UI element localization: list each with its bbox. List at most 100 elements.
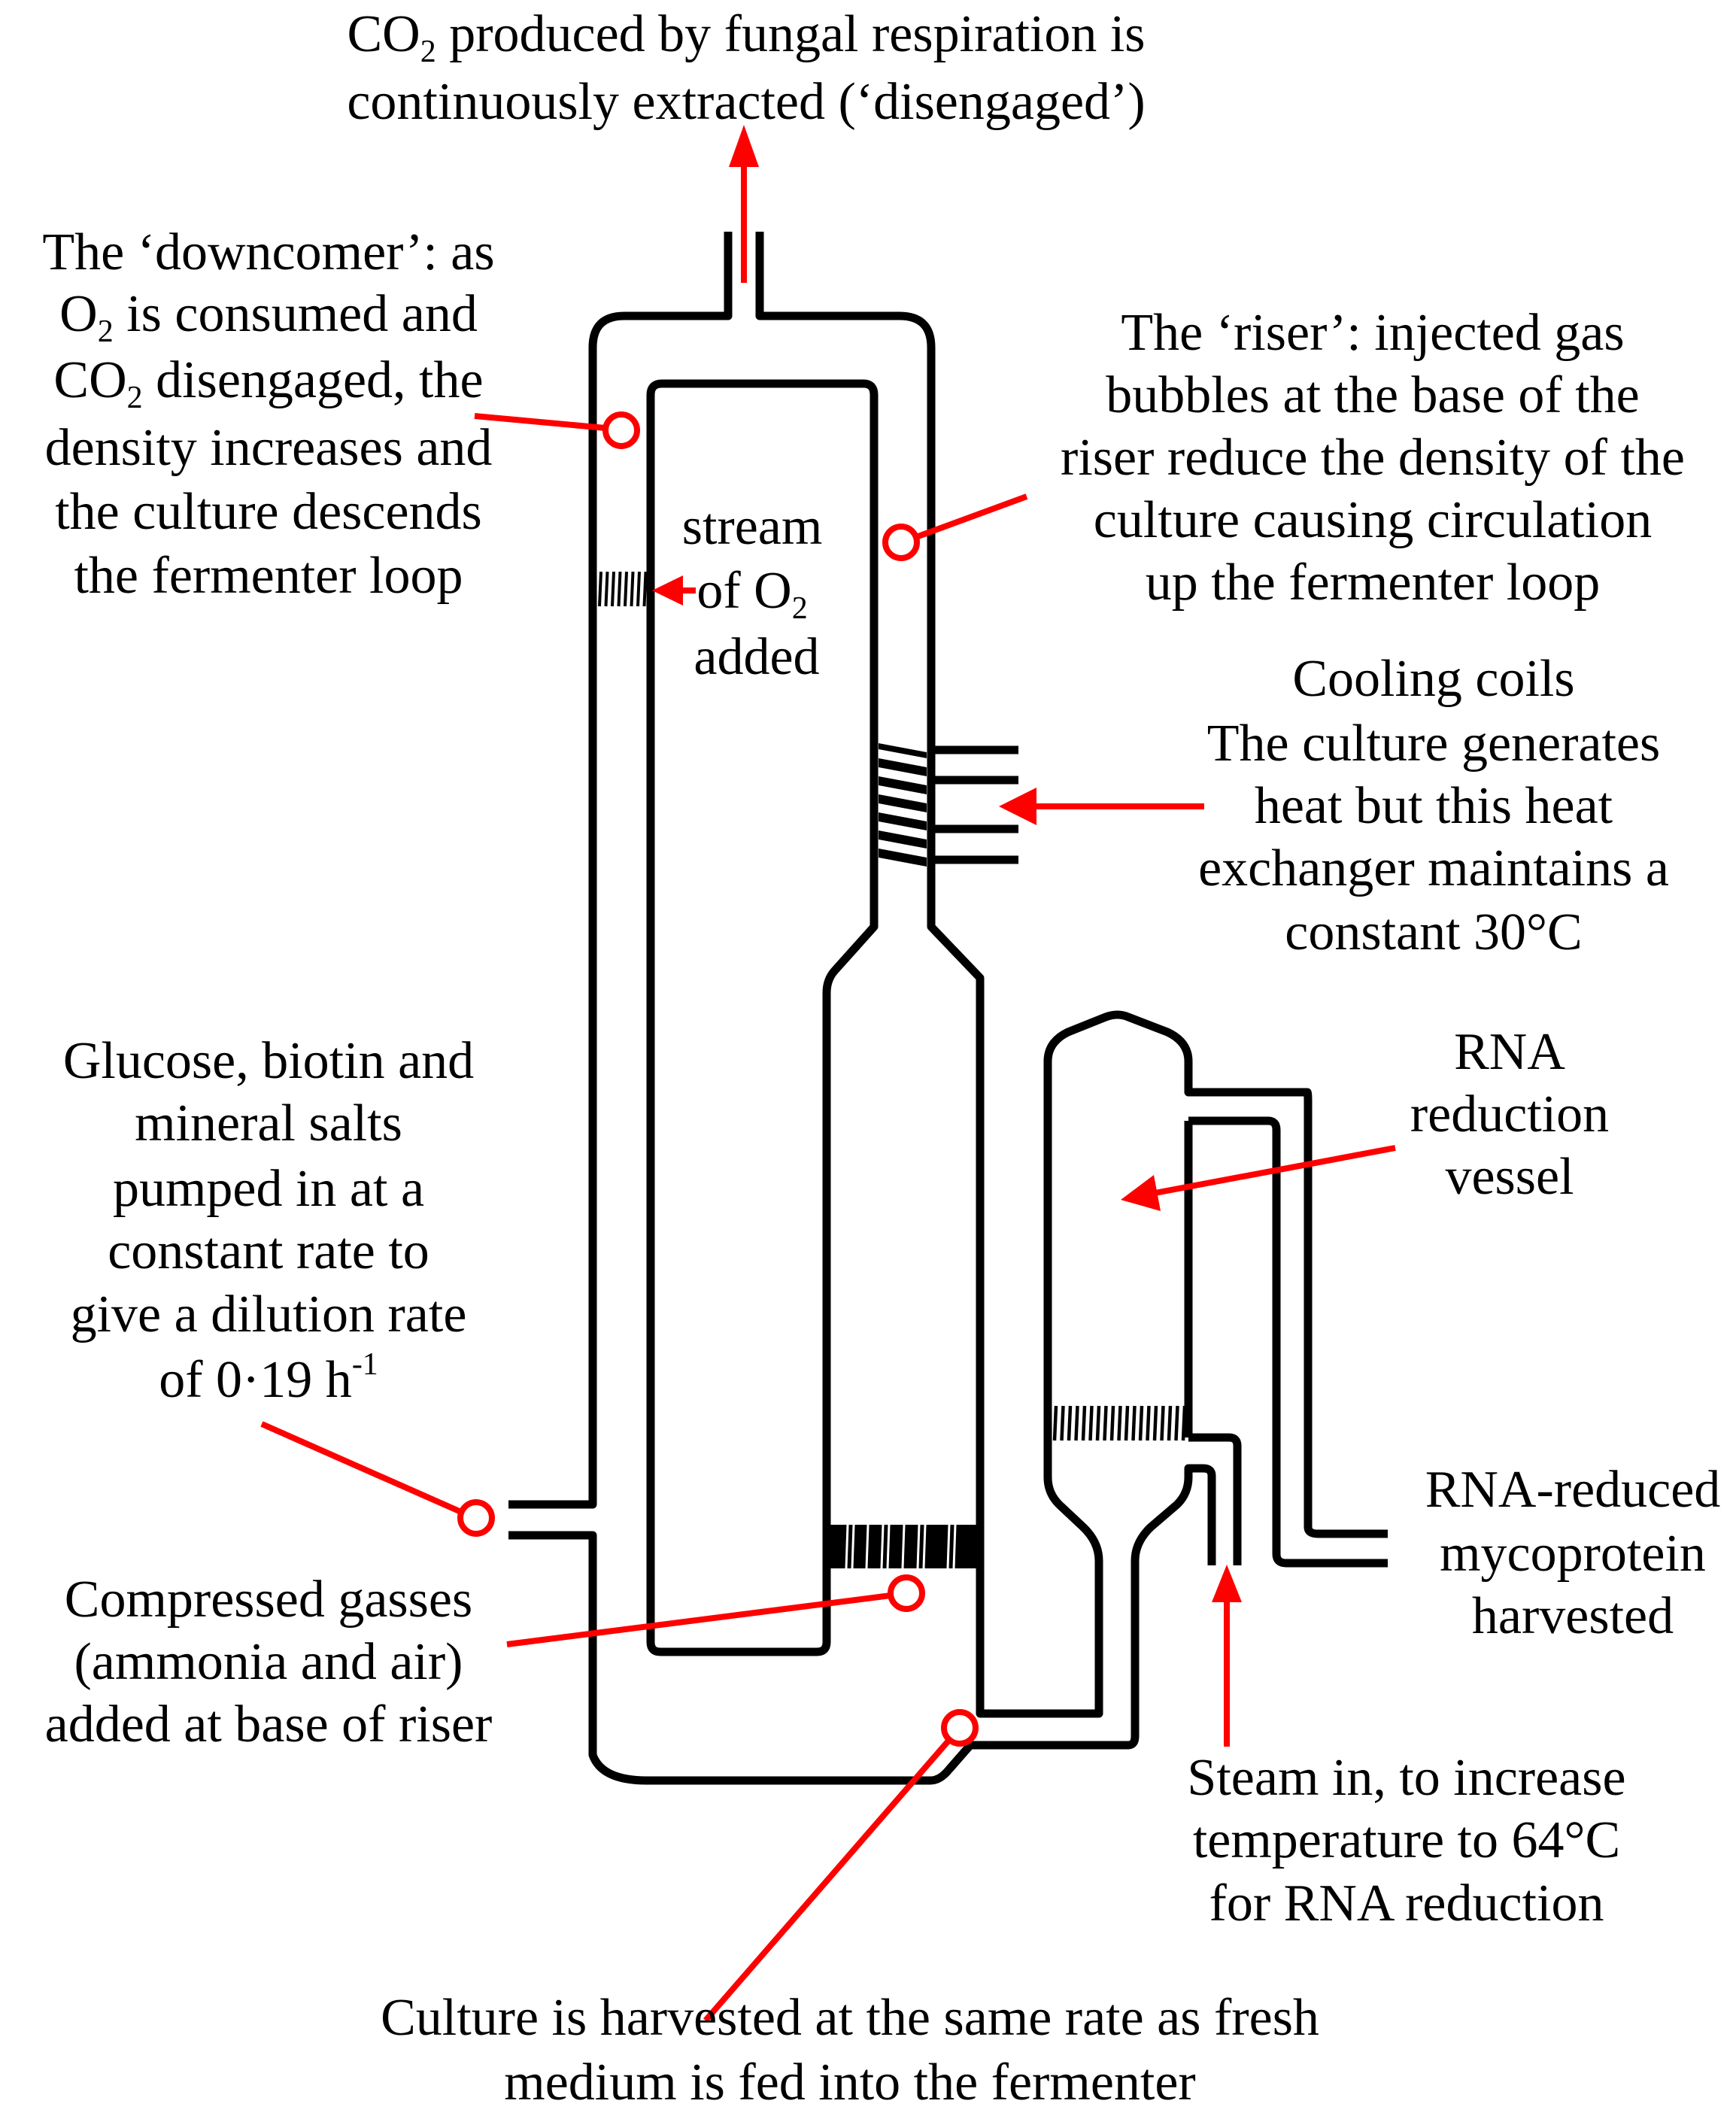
steam-line-2: temperature to 64°C xyxy=(1193,1811,1620,1869)
cooling-line-4: exchanger maintains a xyxy=(1198,839,1669,897)
riser-line-5: up the fermenter loop xyxy=(1146,554,1601,612)
feed-line-5: give a dilution rate xyxy=(71,1286,467,1343)
feed-line-4: constant rate to xyxy=(108,1222,429,1280)
label-riser: The ‘riser’: injected gas bubbles at the… xyxy=(1061,304,1685,612)
downcomer-line-3: CO2 disengaged, the xyxy=(53,351,483,415)
product-outlet-pipe xyxy=(1188,1116,1388,1568)
riser-line-2: bubbles at the base of the xyxy=(1106,366,1640,424)
annotations xyxy=(260,125,1396,2023)
hatch-line xyxy=(1174,1405,1179,1441)
rna-vessel-line-1: RNA xyxy=(1454,1023,1565,1081)
cooling-arrowhead xyxy=(999,788,1036,825)
rna-vessel-line-2: reduction xyxy=(1410,1085,1609,1143)
hatch-line xyxy=(1152,1405,1158,1441)
downcomer-line-1: The ‘downcomer’: as xyxy=(42,223,494,281)
output-line-1: RNA-reduced xyxy=(1425,1461,1721,1519)
steam-arrowhead xyxy=(1212,1565,1242,1602)
hatch-line xyxy=(1067,1405,1073,1441)
sparger-gap xyxy=(901,1524,906,1569)
exhaust-nozzle-right-wall xyxy=(755,232,1388,1718)
harvest-leader xyxy=(703,1738,952,2023)
label-oxygen-stream: stream of O2 added xyxy=(682,498,823,686)
sparger-gap xyxy=(865,1524,870,1569)
rna-vessel-arrow-shaft xyxy=(1150,1145,1396,1197)
hatch-line xyxy=(1167,1405,1173,1441)
label-rna-reduced-output: RNA-reduced mycoprotein harvested xyxy=(1425,1461,1721,1645)
label-harvest: Culture is harvested at the same rate as… xyxy=(381,1989,1319,2111)
riser-leader xyxy=(915,493,1028,540)
cooling-line-1: Cooling coils xyxy=(1292,650,1574,708)
sparger-gap xyxy=(845,1524,849,1569)
hatch-line xyxy=(1109,1405,1115,1441)
hatch-line xyxy=(1160,1405,1165,1441)
downcomer-leader xyxy=(474,413,606,431)
hatch-line xyxy=(1081,1405,1087,1441)
feed-line-6: of 0·19 h-1 xyxy=(159,1347,378,1409)
exhaust-nozzle-left-wall xyxy=(508,232,733,1509)
hatch-line xyxy=(624,571,628,607)
sparger-gap xyxy=(851,1524,855,1569)
hatch-line xyxy=(1181,1405,1187,1441)
oxygen-sparger xyxy=(598,571,648,607)
sparger-gap xyxy=(916,1524,921,1569)
cooling-line-5: constant 30°C xyxy=(1285,903,1582,961)
oxygen-arrowhead xyxy=(652,575,683,606)
feed-line-2: mineral salts xyxy=(135,1094,402,1152)
cooling-line-3: heat but this heat xyxy=(1255,777,1613,835)
compressed-gas-marker xyxy=(888,1574,925,1612)
steam-pipe-wall xyxy=(1188,1433,1242,1565)
sparger-gap xyxy=(922,1524,927,1569)
label-rna-vessel: RNA reduction vessel xyxy=(1410,1023,1609,1206)
riser-marker xyxy=(882,524,920,561)
hatch-line xyxy=(630,571,635,607)
hatch-line xyxy=(611,571,615,607)
downcomer-line-6: the fermenter loop xyxy=(74,547,463,605)
compressed-gas-leader xyxy=(506,1592,891,1647)
hatch-line xyxy=(598,571,602,607)
hatch-line xyxy=(1138,1405,1144,1441)
rna-vessel-sparger xyxy=(1052,1405,1187,1441)
nutrient-feed-marker xyxy=(457,1499,495,1537)
hatch-line xyxy=(1060,1405,1065,1441)
riser-line-1: The ‘riser’: injected gas xyxy=(1121,304,1624,362)
label-cooling-coils: Cooling coils The culture generates heat… xyxy=(1198,650,1669,961)
downcomer-line-2: O2 is consumed and xyxy=(59,285,478,349)
oxygen-line-3: added xyxy=(693,628,819,686)
co2-exhaust-arrowhead xyxy=(729,125,759,167)
fermenter-structure xyxy=(508,232,1388,1785)
rna-vessel-arrowhead xyxy=(1121,1175,1161,1211)
cooling-coil-windings xyxy=(879,743,927,867)
cooling-line-2: The culture generates xyxy=(1207,715,1660,773)
co2-label-line-1: CO2 produced by fungal respiration is xyxy=(347,5,1145,69)
outer-wall-lower xyxy=(508,1464,1216,1785)
hatch-line xyxy=(1052,1405,1058,1441)
hatch-line xyxy=(1131,1405,1137,1441)
riser-line-3: riser reduce the density of the xyxy=(1061,429,1685,487)
output-line-3: harvested xyxy=(1472,1587,1674,1645)
hatch-line xyxy=(1074,1405,1079,1441)
sparger-gap xyxy=(946,1524,951,1569)
label-nutrient-feed: Glucose, biotin and mineral salts pumped… xyxy=(63,1032,474,1409)
downcomer-line-5: the culture descends xyxy=(55,483,482,541)
label-co2-extraction: CO2 produced by fungal respiration is co… xyxy=(347,5,1145,131)
feed-line-1: Glucose, biotin and xyxy=(63,1032,474,1090)
label-compressed-gas: Compressed gasses (ammonia and air) adde… xyxy=(45,1571,493,1753)
hatch-line xyxy=(1117,1405,1122,1441)
label-downcomer: The ‘downcomer’: as O2 is consumed and C… xyxy=(42,223,494,605)
nutrient-feed-leader xyxy=(260,1421,463,1515)
cooling-coil-pipes xyxy=(931,745,1018,864)
steam-line-1: Steam in, to increase xyxy=(1187,1749,1625,1807)
hatch-line xyxy=(1124,1405,1130,1441)
riser-line-4: culture causing circulation xyxy=(1094,491,1653,549)
gas-sparger xyxy=(830,1524,976,1569)
hatch-line xyxy=(636,571,641,607)
oxygen-line-1: stream xyxy=(682,498,823,556)
harvest-marker xyxy=(941,1709,979,1747)
harvest-line-1: Culture is harvested at the same rate as… xyxy=(381,1989,1319,2047)
co2-label-line-2: continuously extracted (‘disengaged’) xyxy=(347,73,1145,131)
hatch-line xyxy=(1088,1405,1094,1441)
oxygen-line-2: of O2 xyxy=(697,562,807,626)
gas-line-3: added at base of riser xyxy=(45,1696,493,1753)
hatch-line xyxy=(1103,1405,1108,1441)
